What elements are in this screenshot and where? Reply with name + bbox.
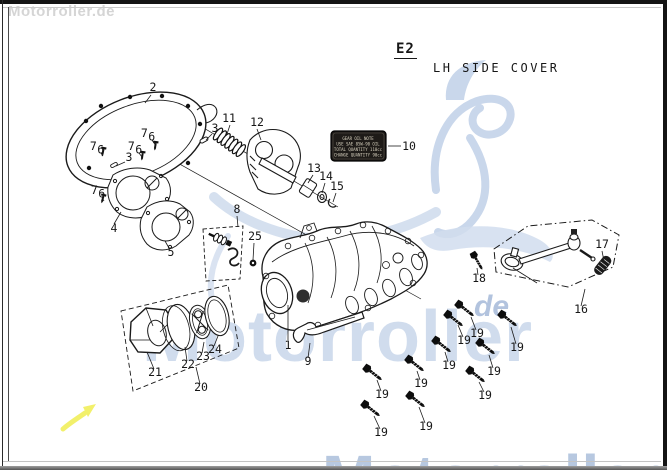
callout-5: 5 — [168, 245, 175, 259]
caution-line-2: USE SAE 85W-90 OIL — [336, 142, 380, 147]
callout-7-6-a: 76 — [141, 126, 155, 144]
callout-19: 19 — [487, 364, 501, 378]
flange-bolt — [464, 364, 488, 386]
flange-bolt — [430, 334, 454, 356]
callout-10: 10 — [402, 139, 416, 153]
callout-9: 9 — [305, 354, 312, 368]
callout-19: 19 — [419, 419, 433, 433]
part-cleaner-ring — [204, 295, 230, 337]
part-main-cover — [260, 221, 428, 332]
callout-24: 24 — [208, 342, 222, 356]
frame-left-edge — [1, 0, 4, 470]
callout-20: 20 — [194, 380, 208, 394]
callout-22: 22 — [181, 357, 195, 371]
part-cleaner-cover — [129, 307, 173, 354]
callout-19: 19 — [457, 333, 471, 347]
seagull-logo-watermark — [207, 60, 553, 303]
callout-3b: 3 — [126, 150, 133, 164]
callout-1: 1 — [285, 338, 292, 352]
callout-19: 19 — [374, 425, 388, 439]
callout-11: 11 — [222, 111, 236, 125]
part-cleaner-element — [161, 303, 196, 352]
callout-14: 14 — [319, 169, 333, 183]
flange-bolt — [474, 336, 498, 358]
callout-15: 15 — [330, 179, 344, 193]
caution-line-3: TOTAL QUANTITY 110cc — [334, 147, 383, 152]
caution-label: GEAR OIL NOTE USE SAE 85W-90 OIL TOTAL Q… — [330, 130, 387, 162]
callout-19: 19 — [510, 340, 524, 354]
caution-line-1: GEAR OIL NOTE — [342, 136, 374, 141]
callout-7-6-b: 76 — [128, 139, 142, 157]
frame-bottom-line — [3, 461, 661, 462]
callout-16: 16 — [574, 302, 588, 316]
callout-17: 17 — [595, 237, 609, 251]
callout-19: 19 — [442, 358, 456, 372]
flange-bolt — [359, 398, 383, 420]
callout-19: 19 — [414, 376, 428, 390]
part-bolt-spring-assy — [202, 225, 244, 282]
flange-bolt — [361, 362, 385, 384]
part-nut — [249, 259, 257, 267]
kick-lever-group — [493, 219, 620, 288]
callout-21: 21 — [148, 365, 162, 379]
callout-18: 18 — [472, 271, 486, 285]
air-cleaner-group — [120, 284, 240, 392]
callout-19: 19 — [478, 388, 492, 402]
callout-19: 19 — [470, 326, 484, 340]
callout-12: 12 — [250, 115, 264, 129]
caution-line-4: CHANGE QUANTITY 90cc — [334, 153, 383, 158]
callout-8: 8 — [234, 202, 241, 216]
frame-top-line — [3, 7, 661, 8]
callout-7-6-c: 76 — [90, 139, 104, 157]
page-title: LH SIDE COVER — [433, 61, 560, 75]
page-title-code: E2 — [394, 41, 417, 59]
flange-bolt — [442, 308, 466, 330]
flange-bolt — [496, 308, 520, 330]
part-plate — [139, 200, 194, 251]
part-lever-grip — [594, 255, 612, 275]
frame-right-bar — [662, 0, 667, 470]
callout-3a: 3 — [212, 121, 219, 135]
flange-bolt — [403, 353, 427, 375]
callout-7-6-d: 76 — [91, 183, 105, 201]
callout-2: 2 — [150, 80, 157, 94]
frame-left-line — [8, 7, 9, 462]
yellow-highlight-arrow — [60, 404, 96, 432]
part-spring — [212, 127, 247, 158]
frame-top-bar — [0, 0, 667, 4]
flange-bolt — [404, 389, 428, 411]
frame-bottom-bar — [0, 465, 667, 470]
callout-4: 4 — [111, 221, 118, 235]
flange-bolt — [453, 298, 477, 320]
callout-25: 25 — [248, 229, 262, 243]
part-kick-guide — [246, 128, 301, 195]
leader-lines — [100, 94, 605, 430]
part-bracket — [292, 311, 365, 343]
callout-19: 19 — [375, 387, 389, 401]
callout-13: 13 — [307, 161, 321, 175]
part-kick-spindle — [258, 157, 337, 208]
callout-23: 23 — [196, 349, 210, 363]
